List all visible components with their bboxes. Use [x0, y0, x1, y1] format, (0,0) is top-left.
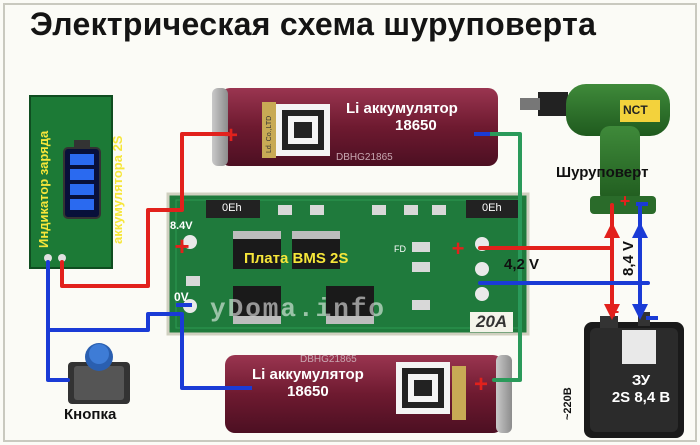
drill-brand: NCT [623, 103, 648, 117]
push-button-drawing [68, 343, 130, 404]
battery-bottom-line1: Li аккумулятор [252, 366, 364, 383]
resistor-code-right: 0Eh [482, 202, 502, 214]
battery-bottom-line2: 18650 [287, 383, 329, 400]
resistor-code-left: 0Eh [222, 202, 242, 214]
battery-top-line2: 18650 [395, 117, 437, 134]
charger-voltage: 8,4 V [620, 240, 637, 276]
indicator-label-2: аккумулятора 2S [110, 135, 125, 244]
plus-marker: + [224, 122, 238, 149]
charger-label: ЗУ 2S 8,4 B [606, 372, 676, 406]
charger-mains: ~220B [562, 387, 574, 420]
arrows [604, 222, 648, 320]
battery-bottom-label: Li аккумулятор 18650 [252, 366, 364, 400]
battery-top-line1: Li аккумулятор [346, 100, 458, 117]
charger-line1: ЗУ [631, 372, 651, 389]
board-label: Плата BMS 2S [244, 250, 349, 267]
plus-marker: + [620, 191, 631, 211]
battery-top-label: Li аккумулятор 18650 [346, 100, 458, 134]
battery-bottom [225, 355, 512, 433]
battery-top-code: DBHG21865 [336, 152, 393, 163]
battery-top [212, 88, 498, 166]
drill-label: Шуруповерт [556, 164, 649, 181]
charger-line2: 2S 8,4 B [611, 389, 671, 406]
board-voltage-zero: 0V [174, 290, 189, 304]
watermark: yDoma.info [210, 294, 387, 324]
button-label: Кнопка [64, 406, 117, 423]
plus-marker: + [174, 231, 189, 261]
bms-board [166, 192, 530, 336]
plus-marker: + [452, 236, 465, 261]
minus-marker [636, 202, 648, 206]
charge-indicator [29, 95, 113, 269]
page-title: Электрическая схема шуруповерта [30, 6, 597, 42]
board-fd: FD [394, 244, 406, 254]
plus-marker: + [474, 371, 488, 398]
indicator-label-1: Индикатор заряда [36, 130, 51, 248]
minus-marker [474, 132, 490, 136]
mid-voltage-label: 4,2 V [504, 256, 540, 273]
minus-marker [236, 386, 252, 390]
battery-top-brand: Ld. Co.,LTD [266, 115, 273, 153]
board-rating: 20A [470, 312, 514, 332]
charger-drawing [584, 312, 684, 438]
board-voltage-high: 8.4V [170, 220, 193, 232]
minus-marker [646, 316, 658, 320]
minus-marker [176, 303, 192, 307]
battery-bottom-code: DBHG21865 [300, 354, 357, 365]
